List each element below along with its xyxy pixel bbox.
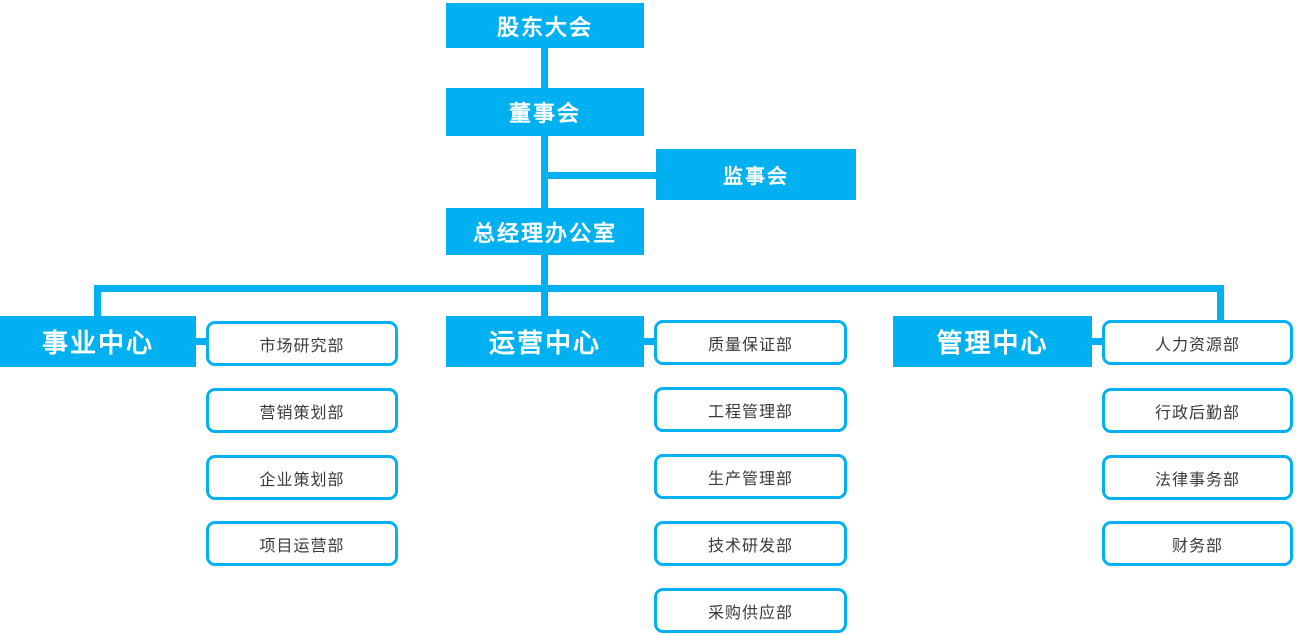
connector-drop-left: [94, 285, 101, 321]
dept-corporate-planning: 企业策划部: [206, 455, 398, 500]
dept-marketing-planning: 营销策划部: [206, 388, 398, 433]
node-board-of-directors: 董事会: [446, 88, 644, 136]
connector-stub-management-center: [1090, 338, 1104, 345]
connector-stub-business-center: [194, 338, 208, 345]
dept-finance: 财务部: [1102, 521, 1293, 566]
connector-distribution-bar: [94, 285, 1224, 292]
dept-legal-affairs: 法律事务部: [1102, 455, 1293, 500]
dept-engineering-management: 工程管理部: [654, 387, 847, 432]
dept-market-research: 市场研究部: [206, 321, 398, 366]
dept-technology-rnd: 技术研发部: [654, 521, 847, 566]
dept-procurement-supply: 采购供应部: [654, 588, 847, 633]
dept-production-management: 生产管理部: [654, 454, 847, 499]
connector-stub-operations-center: [642, 338, 656, 345]
node-shareholders-meeting: 股东大会: [446, 3, 644, 48]
node-business-center: 事业中心: [0, 316, 196, 367]
dept-project-operations: 项目运营部: [206, 521, 398, 566]
node-general-manager-office: 总经理办公室: [446, 208, 644, 255]
node-management-center: 管理中心: [893, 316, 1092, 367]
dept-human-resources: 人力资源部: [1102, 320, 1293, 365]
connector-to-supervisory-board: [544, 172, 657, 179]
node-supervisory-board: 监事会: [656, 149, 856, 200]
node-operations-center: 运营中心: [446, 316, 644, 367]
connector-shareholders-to-board: [541, 45, 548, 90]
dept-quality-assurance: 质量保证部: [654, 320, 847, 365]
dept-admin-logistics: 行政后勤部: [1102, 388, 1293, 433]
connector-drop-right: [1217, 285, 1224, 323]
